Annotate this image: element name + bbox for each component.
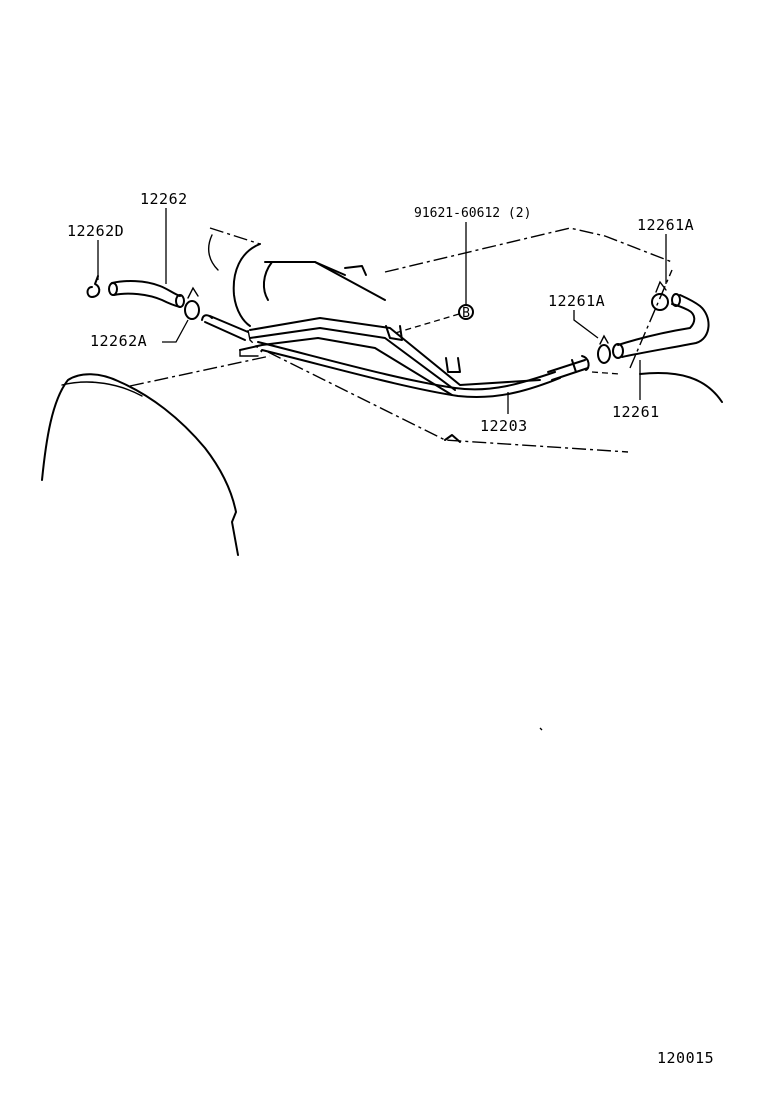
label-12261: 12261 — [612, 403, 660, 421]
clamp-12262A — [184, 286, 200, 320]
label-12262D: 12262D — [67, 222, 124, 240]
figure-number: 120015 — [657, 1049, 714, 1067]
label-12262: 12262 — [140, 190, 188, 208]
label-91621-60612: 91621-60612 (2) — [414, 206, 531, 221]
body-contour-right — [629, 269, 723, 403]
hose-12262 — [108, 280, 185, 308]
leader-lines — [97, 208, 667, 731]
heater-pipe — [201, 314, 621, 399]
clamp-12261A-top — [651, 280, 669, 311]
bolt-symbol: B — [458, 304, 474, 321]
label-12262A: 12262A — [90, 332, 147, 350]
clamp-12262D — [86, 275, 101, 298]
engine-block-outline — [41, 355, 271, 556]
bolt-mark: B — [462, 306, 470, 321]
clamp-12261A-mid — [597, 334, 611, 364]
label-12261A-top: 12261A — [637, 216, 694, 234]
label-12203: 12203 — [480, 417, 528, 435]
main-bracket — [239, 317, 629, 453]
hose-12261 — [612, 293, 710, 359]
label-12261A-mid: 12261A — [548, 292, 605, 310]
intake-component — [208, 227, 673, 353]
